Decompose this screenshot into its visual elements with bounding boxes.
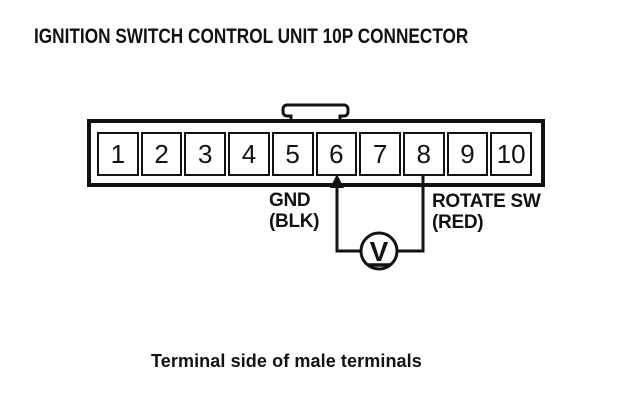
rotate-sw-label-group: ROTATE SW (RED) bbox=[432, 191, 541, 233]
gnd-label-group: GND (BLK) bbox=[269, 190, 320, 232]
gnd-wire-color: (BLK) bbox=[269, 211, 320, 232]
terminal-cell-4: 4 bbox=[228, 132, 270, 176]
terminal-cell-8: 8 bbox=[402, 132, 445, 176]
terminal-cell-6: 6 bbox=[315, 132, 358, 176]
terminal-cell-10: 10 bbox=[490, 132, 533, 176]
gnd-wire bbox=[335, 180, 363, 253]
terminal-cell-3: 3 bbox=[184, 132, 227, 176]
connector-body: 1 2 3 4 5 6 7 8 9 10 bbox=[87, 119, 545, 187]
voltmeter-circle-icon bbox=[359, 231, 399, 271]
rotate-sw-wire bbox=[396, 176, 425, 253]
terminal-cell-1: 1 bbox=[97, 132, 139, 176]
terminal-row: 1 2 3 4 5 6 7 8 9 10 bbox=[97, 132, 533, 176]
diagram-caption: Terminal side of male terminals bbox=[151, 351, 422, 371]
diagram-title: IGNITION SWITCH CONTROL UNIT 10P CONNECT… bbox=[34, 25, 469, 48]
rotate-sw-label: ROTATE SW bbox=[432, 191, 541, 212]
gnd-label: GND bbox=[269, 190, 311, 211]
terminal-cell-2: 2 bbox=[140, 132, 183, 176]
rotate-sw-wire-color: (RED) bbox=[432, 212, 484, 233]
terminal-cell-9: 9 bbox=[446, 132, 489, 176]
terminal-cell-7: 7 bbox=[359, 132, 401, 176]
voltmeter-symbol: V bbox=[370, 236, 389, 267]
terminal-cell-5: 5 bbox=[271, 132, 314, 176]
